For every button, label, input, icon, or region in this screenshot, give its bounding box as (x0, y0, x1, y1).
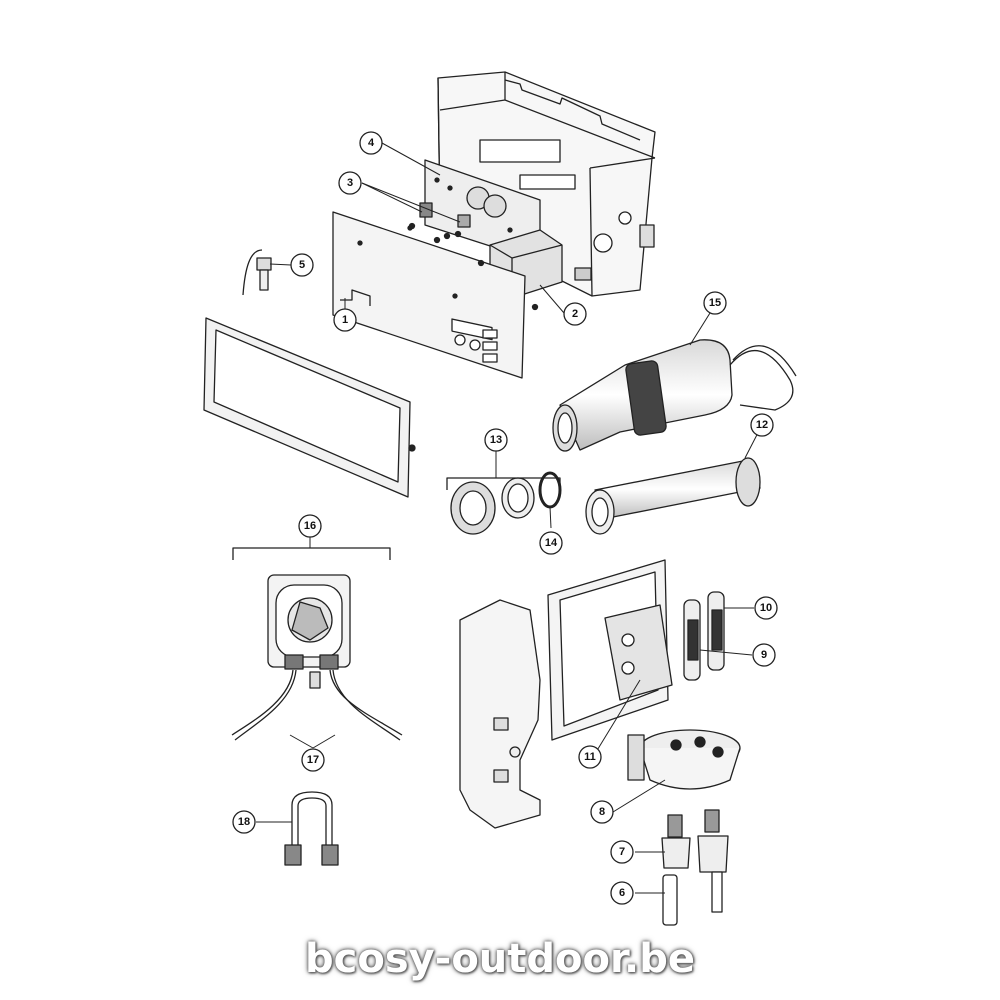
probes (683, 591, 725, 681)
svg-text:10: 10 (760, 602, 772, 614)
svg-text:9: 9 (761, 649, 767, 661)
svg-text:1: 1 (342, 314, 348, 326)
front-plate (332, 211, 526, 379)
front-cover (459, 599, 541, 829)
bracket-16 (232, 547, 391, 560)
svg-text:14: 14 (545, 537, 558, 549)
svg-text:13: 13 (490, 434, 502, 446)
callout-10: 10 (754, 596, 778, 620)
callout-18: 18 (232, 810, 256, 834)
pump-tubing (231, 669, 403, 741)
flow-cell (627, 729, 741, 790)
callout-17: 17 (301, 748, 325, 772)
callout-9: 9 (752, 643, 776, 667)
callout-16: 16 (298, 514, 322, 538)
svg-text:2: 2 (572, 308, 578, 320)
callout-7: 7 (610, 840, 634, 864)
callout-4: 4 (359, 131, 383, 155)
transparent-tube (585, 457, 761, 535)
screws (408, 222, 539, 311)
watermark-text: bcosy-outdoor.be (305, 936, 695, 982)
svg-text:8: 8 (599, 806, 605, 818)
union-nut (450, 477, 535, 535)
callout-11: 11 (578, 745, 602, 769)
svg-text:17: 17 (307, 754, 319, 766)
callout-12: 12 (750, 413, 774, 437)
control-module (604, 604, 673, 701)
sample-tube (662, 874, 678, 926)
callout-8: 8 (590, 800, 614, 824)
display-frame (203, 317, 416, 498)
leader-lines (256, 142, 763, 894)
callout-13: 13 (484, 428, 508, 452)
salt-cell (552, 339, 797, 452)
callout-15: 15 (703, 291, 727, 315)
svg-text:3: 3 (347, 177, 353, 189)
peristaltic-pump (267, 574, 351, 689)
callout-1: 1 (333, 308, 357, 332)
svg-text:12: 12 (756, 419, 768, 431)
callouts: 1 2 3 4 5 6 7 8 9 10 11 12 13 14 15 16 1… (232, 131, 778, 905)
connection-hose (284, 791, 339, 866)
svg-text:18: 18 (238, 816, 250, 828)
svg-text:7: 7 (619, 846, 625, 858)
circuit-board (419, 159, 541, 263)
callout-14: 14 (539, 531, 563, 555)
svg-text:11: 11 (584, 751, 596, 763)
svg-text:4: 4 (368, 137, 375, 149)
callout-5: 5 (290, 253, 314, 277)
svg-text:16: 16 (304, 520, 316, 532)
callout-2: 2 (563, 302, 587, 326)
temperature-sensor (242, 249, 272, 296)
callout-3: 3 (338, 171, 362, 195)
callout-6: 6 (610, 881, 634, 905)
svg-text:6: 6 (619, 887, 625, 899)
bracket-13 (446, 477, 561, 490)
svg-text:15: 15 (709, 297, 721, 309)
svg-text:5: 5 (299, 259, 305, 271)
valve-fittings (661, 809, 729, 913)
